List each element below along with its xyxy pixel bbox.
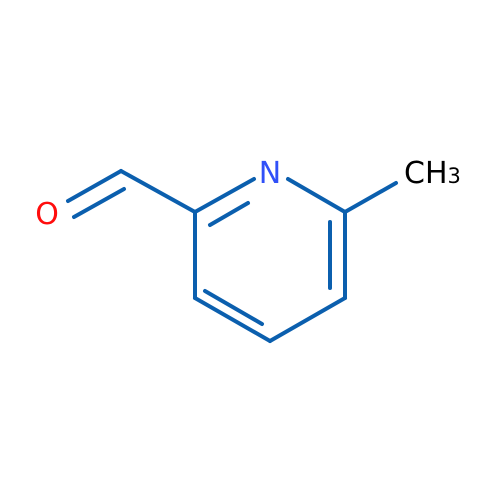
oxygen-label: O xyxy=(35,197,59,232)
methyl-main-text: CH xyxy=(404,156,448,191)
bond-cho-o xyxy=(66,169,123,203)
bonds xyxy=(66,169,398,343)
bond-n1-c6 xyxy=(286,177,347,214)
bond-c5-c4 xyxy=(268,296,347,343)
bond-c6-methyl xyxy=(343,181,398,214)
methyl-label: CH3 xyxy=(404,156,461,191)
methyl-subscript: 3 xyxy=(448,164,461,188)
bond-c4-c3-double xyxy=(203,289,264,326)
bond-cho-o-double xyxy=(72,187,126,219)
bond-c2-cho xyxy=(119,169,197,214)
bond-c4-c3 xyxy=(193,296,272,343)
nitrogen-label: N xyxy=(259,156,281,191)
bond-c2-n1 xyxy=(193,177,256,214)
atom-labels: N O CH3 xyxy=(35,156,461,232)
bond-c2-n1-double xyxy=(208,201,250,227)
